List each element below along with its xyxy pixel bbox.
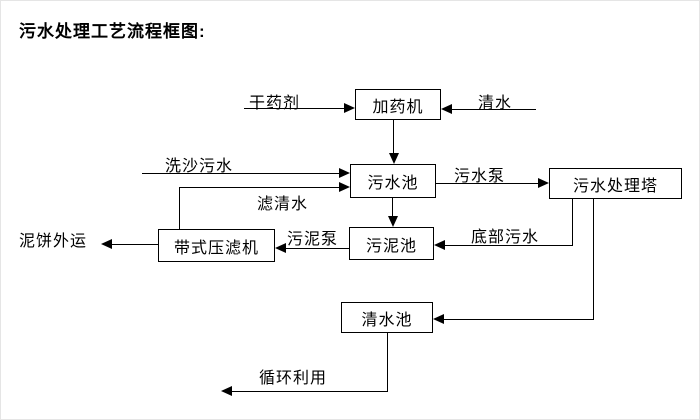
label-bottom-sewage: 底部污水 [471, 229, 540, 246]
arrowhead-left-icon [101, 239, 112, 249]
edge-sewage-to-sludge-line [392, 198, 393, 218]
node-clean-water-pool: 清水池 [341, 302, 433, 333]
label-sewage-pump: 污水泵 [454, 168, 506, 185]
edge-sewage-pump-line [436, 183, 539, 184]
arrowhead-down-icon [389, 153, 399, 164]
label-filtered-water: 滤清水 [257, 196, 309, 213]
arrowhead-right-icon [344, 103, 355, 113]
edge-filtered-water-hline [179, 187, 340, 188]
label-sludge-pump: 污泥泵 [287, 231, 339, 248]
arrowhead-right-icon [339, 168, 350, 178]
edge-sludge-pump-line [286, 248, 349, 249]
arrowhead-right-icon [339, 182, 350, 192]
label-recycle: 循环利用 [259, 370, 328, 387]
edge-clean-water-line [452, 109, 536, 110]
edge-tower-to-clean-vline [593, 199, 594, 320]
page-title: 污水处理工艺流程框图: [19, 22, 206, 41]
arrowhead-left-icon [441, 104, 452, 114]
arrowhead-left-icon [221, 386, 232, 396]
arrowhead-right-icon [538, 178, 549, 188]
edge-recycle-hline [232, 391, 388, 392]
node-sewage-pool: 污水池 [350, 164, 436, 198]
edge-dosing-to-sewage-line [393, 120, 394, 155]
arrowhead-left-icon [275, 243, 286, 253]
arrowhead-left-icon [433, 314, 444, 324]
edge-sand-washing-line [142, 173, 340, 174]
arrowhead-left-icon [434, 240, 445, 250]
edge-recycle-vline [387, 333, 388, 392]
label-mud-cake-out: 泥饼外运 [19, 233, 88, 250]
node-dosing-machine: 加药机 [355, 89, 441, 120]
node-treatment-tower: 污水处理塔 [549, 168, 682, 199]
arrowhead-down-icon [388, 216, 398, 227]
edge-bottom-sewage-vline [572, 199, 573, 246]
label-clean-water: 清水 [478, 95, 513, 112]
label-dry-chemical: 干药剂 [249, 95, 301, 112]
edge-filtered-water-vline [179, 187, 180, 229]
edge-tower-to-clean-hline [444, 319, 594, 320]
node-sludge-pool: 污泥池 [349, 227, 434, 260]
edge-bottom-sewage-hline [445, 245, 573, 246]
edge-mud-cake-line [112, 244, 158, 245]
edge-dry-chemical-line [244, 108, 345, 109]
node-belt-filter-press: 带式压滤机 [158, 229, 275, 262]
label-sand-washing-sewage: 洗沙污水 [165, 158, 234, 175]
